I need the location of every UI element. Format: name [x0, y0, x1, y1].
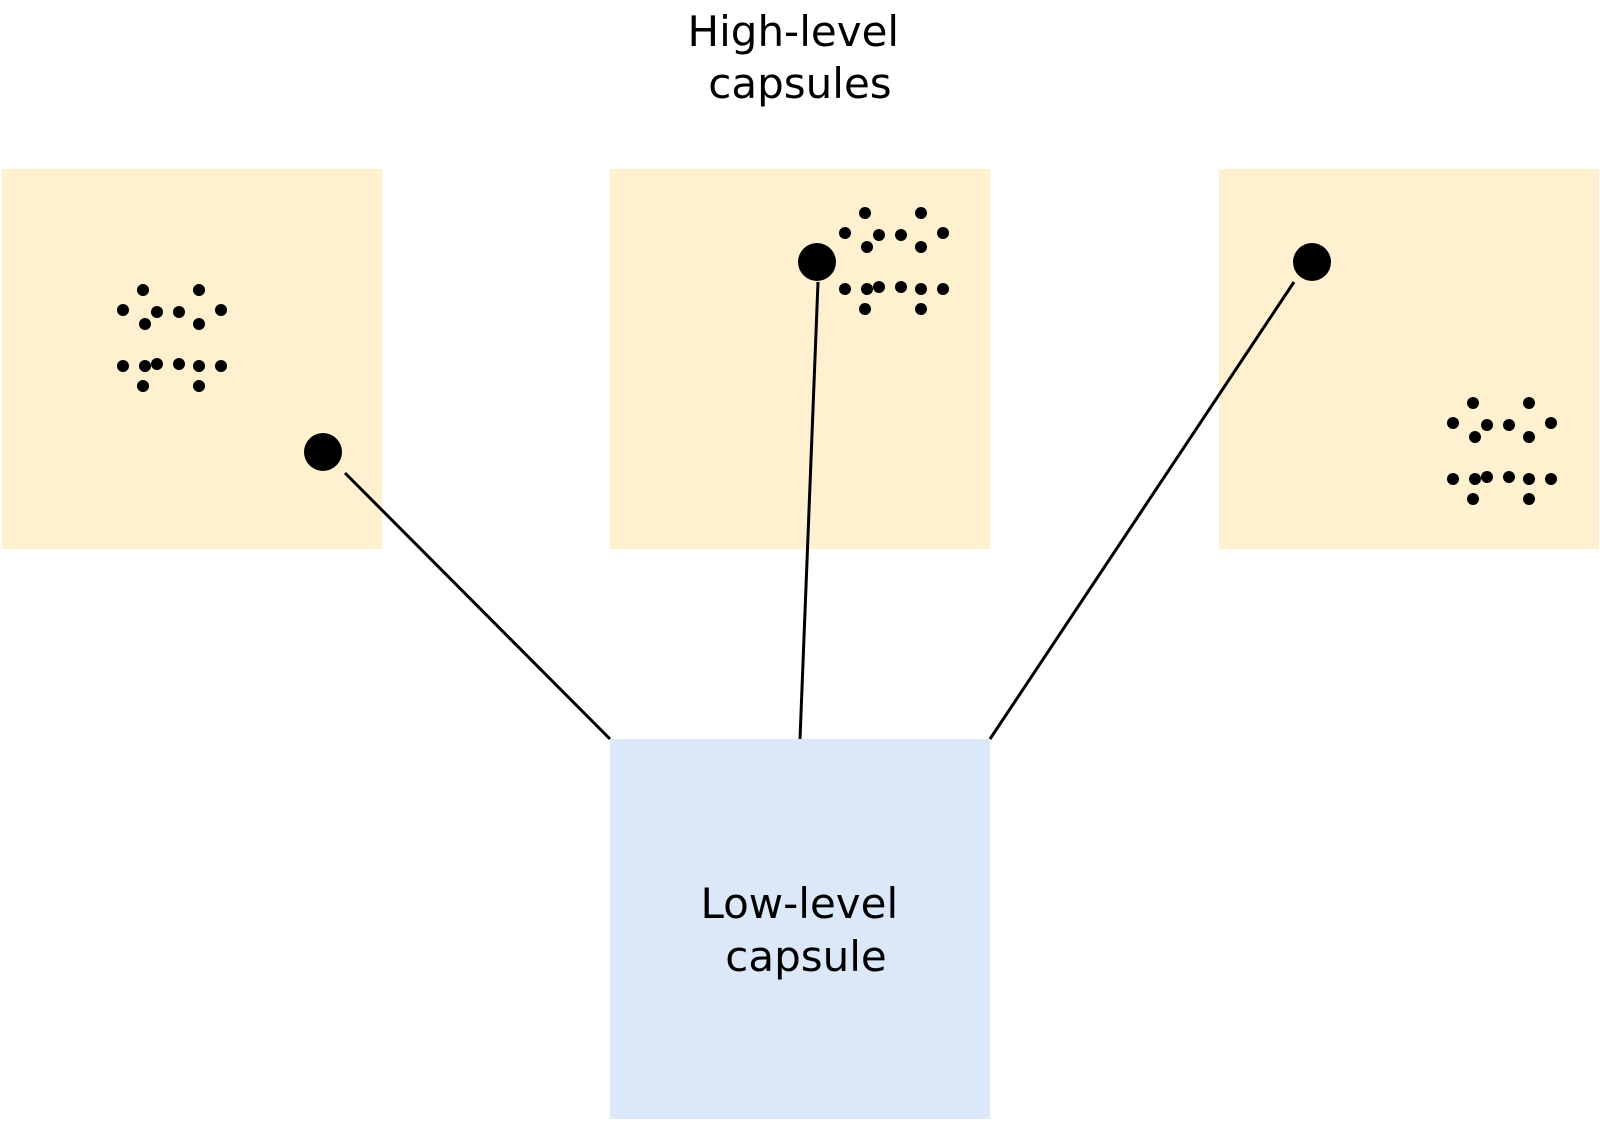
cluster-dot	[1481, 471, 1493, 483]
cluster-dot	[1467, 397, 1479, 409]
cluster-dot	[1447, 473, 1459, 485]
cluster-dot	[1545, 417, 1557, 429]
cluster-dot	[895, 281, 907, 293]
high-level-capsule-box-right	[1219, 169, 1599, 549]
cluster-dot	[839, 283, 851, 295]
cluster-dot	[1545, 473, 1557, 485]
cluster-dot	[873, 229, 885, 241]
cluster-dot	[193, 380, 205, 392]
cluster-dot	[937, 227, 949, 239]
cluster-dot	[173, 306, 185, 318]
cluster-dot	[1523, 397, 1535, 409]
cluster-dot	[915, 241, 927, 253]
cluster-dot	[895, 229, 907, 241]
high-level-capsule-box-left	[2, 169, 382, 549]
cluster-dot	[859, 303, 871, 315]
cluster-dot	[137, 380, 149, 392]
high-level-capsule-box-center	[610, 169, 990, 549]
cluster-dot	[1469, 431, 1481, 443]
cluster-dot	[117, 360, 129, 372]
connection-line-right	[988, 281, 1296, 740]
title-line-2: capsules	[708, 59, 891, 108]
cluster-dot	[873, 281, 885, 293]
cluster-dot	[1447, 417, 1459, 429]
title-line-1: High-level	[688, 7, 900, 56]
cluster-dot	[839, 227, 851, 239]
low-level-capsule-label: Low-level capsule	[700, 879, 911, 981]
low-level-capsule-box	[610, 739, 990, 1119]
cluster-dot	[915, 283, 927, 295]
cluster-dot	[139, 318, 151, 330]
connection-line-left	[343, 471, 612, 741]
cluster-dot	[193, 318, 205, 330]
low-level-label-line-1: Low-level	[700, 879, 898, 928]
cluster-dot	[117, 304, 129, 316]
cluster-dot	[861, 241, 873, 253]
cluster-dot	[193, 284, 205, 296]
prediction-cluster-right	[1447, 397, 1557, 505]
prediction-dot-right	[1293, 243, 1331, 281]
cluster-dot	[137, 284, 149, 296]
cluster-dot	[1467, 493, 1479, 505]
prediction-cluster-center	[839, 207, 949, 315]
cluster-dot	[859, 207, 871, 219]
prediction-dot-center	[798, 243, 836, 281]
connection-line-center	[798, 281, 820, 740]
cluster-dot	[1503, 419, 1515, 431]
low-level-label-line-2: capsule	[725, 932, 887, 981]
cluster-dot	[1469, 473, 1481, 485]
cluster-dot	[1523, 431, 1535, 443]
cluster-dot	[173, 358, 185, 370]
cluster-dot	[151, 306, 163, 318]
cluster-dot	[915, 303, 927, 315]
prediction-dot-left	[304, 433, 342, 471]
cluster-dot	[915, 207, 927, 219]
cluster-dot	[1503, 471, 1515, 483]
cluster-dot	[937, 283, 949, 295]
cluster-dot	[1523, 473, 1535, 485]
cluster-dot	[1523, 493, 1535, 505]
cluster-dot	[215, 360, 227, 372]
diagram-title: High-level capsules	[688, 7, 913, 108]
cluster-dot	[139, 360, 151, 372]
cluster-dot	[151, 358, 163, 370]
cluster-dot	[861, 283, 873, 295]
prediction-cluster-left	[117, 284, 227, 392]
cluster-dot	[215, 304, 227, 316]
cluster-dot	[193, 360, 205, 372]
cluster-dot	[1481, 419, 1493, 431]
